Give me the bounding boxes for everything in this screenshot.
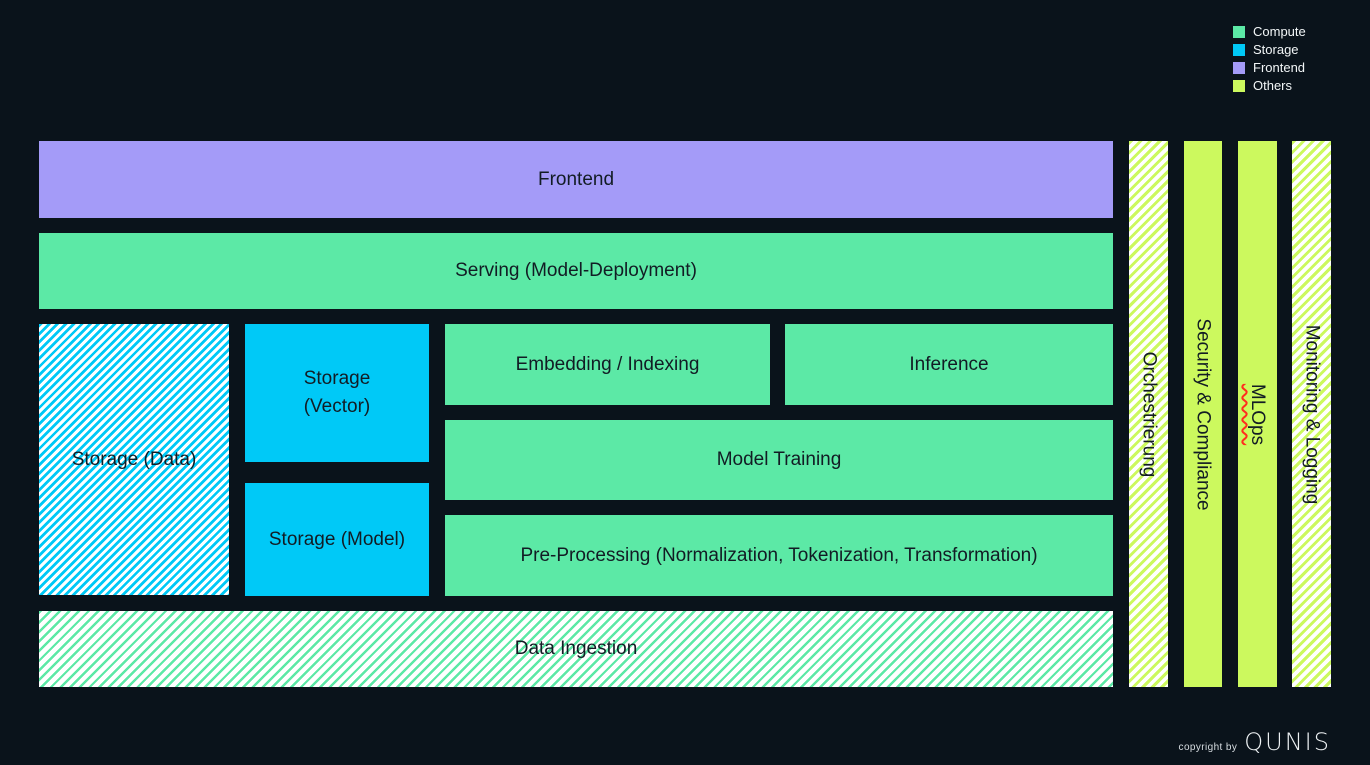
bar-security-compliance-label: Security & Compliance (1192, 317, 1214, 511)
legend-item-compute: Compute (1233, 25, 1306, 38)
legend-swatch-storage-icon (1233, 43, 1245, 56)
block-storage-vector: Storage (Vector) (245, 324, 429, 462)
block-storage-data: Storage (Data) (39, 324, 229, 595)
legend-swatch-frontend-icon (1233, 61, 1245, 74)
block-frontend-label: Frontend (537, 168, 615, 190)
block-pre-processing: Pre-Processing (Normalization, Tokenizat… (445, 515, 1113, 596)
legend-label: Others (1253, 78, 1293, 93)
block-embedding-indexing-label: Embedding / Indexing (515, 353, 700, 375)
bar-monitoring-logging-label: Monitoring & Logging (1301, 324, 1323, 504)
copyright: copyright by QUNIS (1179, 730, 1331, 754)
legend-item-others: Others (1233, 79, 1306, 92)
block-storage-vector-label-line1: Storage (303, 368, 371, 389)
bar-security-compliance: Security & Compliance (1184, 141, 1222, 687)
block-pre-processing-label: Pre-Processing (Normalization, Tokenizat… (520, 544, 1038, 566)
block-data-ingestion: Data Ingestion (39, 611, 1113, 687)
block-storage-model-label: Storage (Model) (268, 528, 406, 550)
block-data-ingestion-label: Data Ingestion (514, 638, 638, 659)
block-storage-vector-label-line2: (Vector) (303, 396, 371, 417)
block-model-training-label: Model Training (716, 449, 842, 470)
legend-label: Compute (1253, 24, 1306, 39)
block-frontend: Frontend (39, 141, 1113, 218)
bar-orchestrierung: Orchestrierung (1129, 141, 1168, 687)
bar-mlops-label: MLOps (1247, 383, 1268, 445)
legend-swatch-compute-icon (1233, 25, 1245, 38)
block-serving-label: Serving (Model-Deployment) (455, 260, 697, 281)
bar-monitoring-logging: Monitoring & Logging (1292, 141, 1331, 687)
legend-label: Frontend (1253, 60, 1306, 75)
block-serving: Serving (Model-Deployment) (39, 233, 1113, 309)
bar-mlops: MLOps (1238, 141, 1277, 687)
legend-item-frontend: Frontend (1233, 61, 1306, 74)
block-embedding-indexing: Embedding / Indexing (445, 324, 770, 405)
legend-label: Storage (1253, 42, 1299, 57)
block-inference-label: Inference (909, 353, 989, 375)
qunis-logo: QUNIS (1244, 728, 1331, 756)
block-inference: Inference (785, 324, 1113, 405)
copyright-prefix: copyright by (1178, 742, 1238, 753)
block-storage-model: Storage (Model) (245, 483, 429, 596)
block-storage-data-label: Storage (Data) (71, 448, 197, 470)
bar-orchestrierung-label: Orchestrierung (1138, 351, 1160, 477)
legend-item-storage: Storage (1233, 43, 1306, 56)
legend: Compute Storage Frontend Others (1233, 25, 1306, 92)
block-model-training: Model Training (445, 420, 1113, 500)
legend-swatch-others-icon (1233, 79, 1245, 92)
